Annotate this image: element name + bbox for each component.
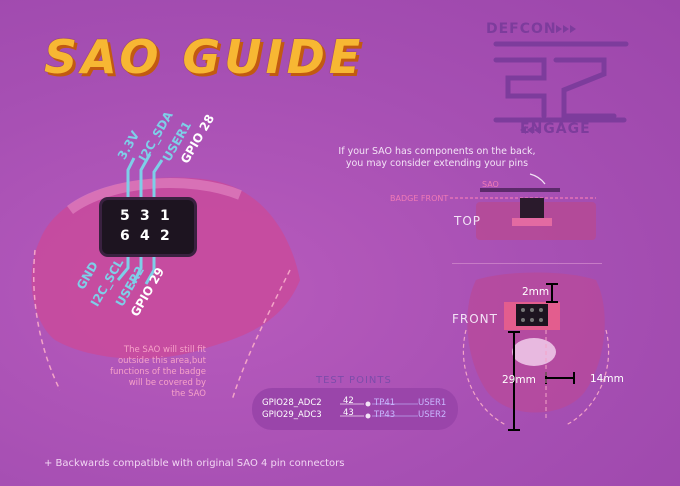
pin-6: 6 — [120, 228, 130, 244]
tp-point-41: TP41 — [374, 398, 396, 408]
pin-3: 3 — [140, 208, 150, 224]
tp-user1: USER1 — [418, 398, 447, 408]
defcon-logo-graphic — [493, 25, 629, 134]
pin-1: 1 — [160, 208, 170, 224]
sao-label: SAO — [482, 180, 499, 189]
front-view-graphic — [462, 272, 610, 431]
dim-29mm: 29mm — [502, 374, 536, 386]
badge-front-label: BADGE FRONT — [390, 194, 449, 203]
pin-5: 5 — [120, 208, 130, 224]
top-view-label: TOP — [454, 214, 482, 228]
defcon-logo — [486, 20, 636, 140]
pin-2: 2 — [160, 228, 170, 244]
dim-2mm: 2mm — [522, 286, 550, 298]
badge-area-graphic — [31, 153, 300, 401]
area-note-line: The SAO will still fit — [123, 345, 206, 355]
area-note-line: will be covered by — [128, 378, 206, 388]
test-points-traces — [340, 401, 418, 419]
logo-engage-text: ENGAGE — [520, 121, 591, 137]
tp-signal-gpio28: GPIO28_ADC2 — [262, 398, 322, 408]
area-note-line: the SAO — [171, 389, 206, 399]
tp-pin-42: 42 — [343, 396, 354, 406]
tp-point-43: TP43 — [374, 410, 396, 420]
tp-user2: USER2 — [418, 410, 447, 420]
test-points-box — [252, 388, 458, 430]
logo-defcon-text: DEFCON — [486, 21, 557, 37]
front-view-label: FRONT — [452, 312, 498, 326]
sao-area-note: The SAO will still fit outside this area… — [102, 345, 206, 400]
sao-header-connector: 5 3 1 6 4 2 — [102, 200, 194, 254]
page-title: SAO GUIDE — [44, 30, 365, 84]
test-points-title: TEST POINTS — [316, 375, 392, 386]
footer-note: + Backwards compatible with original SAO… — [44, 458, 345, 469]
tp-pin-43: 43 — [343, 408, 354, 418]
pin-4: 4 — [140, 228, 150, 244]
dim-14mm: 14mm — [590, 373, 624, 385]
area-note-line: outside this area,but — [117, 356, 206, 366]
tp-signal-gpio29: GPIO29_ADC3 — [262, 410, 322, 420]
top-view-graphic — [450, 173, 596, 240]
extend-pins-note: If your SAO has components on the back, … — [322, 146, 552, 170]
divider — [452, 263, 602, 264]
extend-note-line: If your SAO has components on the back, — [338, 146, 536, 157]
extend-note-line: you may consider extending your pins — [345, 158, 529, 169]
area-note-line: functions of the badge — [109, 367, 206, 377]
